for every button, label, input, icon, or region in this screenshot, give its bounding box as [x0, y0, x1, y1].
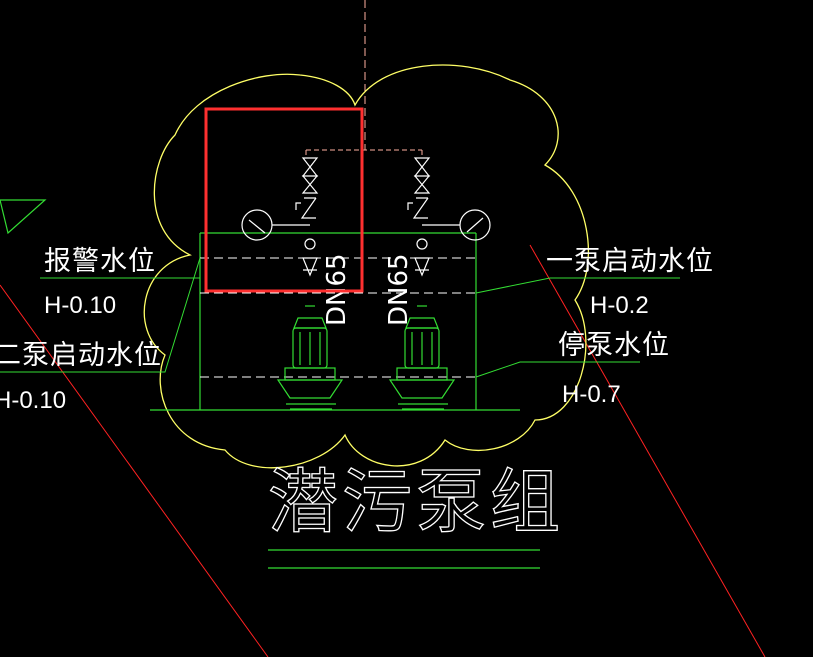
water-level-lines [200, 257, 476, 378]
red-guide-line-right [529, 244, 766, 657]
pump-stop-leader [475, 361, 640, 378]
check-valve-icon [295, 197, 317, 219]
reducer-icon [302, 257, 318, 277]
pump-stop-value: H-0.7 [562, 381, 621, 408]
submersible-pump-icon [276, 305, 344, 410]
alarm-level-label: 报警水位 [44, 246, 156, 277]
revision-cloud [143, 64, 590, 469]
red-guide-lines [0, 244, 766, 657]
submersible-pump-right [388, 305, 456, 410]
gate-valve-icon [413, 157, 431, 194]
pipe-joint-icon [416, 238, 428, 250]
pipe-size-label-right: DN65 [384, 253, 414, 326]
submersible-pump-left [276, 305, 344, 410]
submersible-pump-icon [388, 305, 456, 410]
pipe-joint-icon [304, 238, 316, 250]
pump-stop-label: 停泵水位 [558, 330, 670, 361]
first-pump-leader [475, 277, 680, 294]
tank-outline [150, 232, 520, 411]
drawing-title: 潜污泵组 [268, 461, 564, 543]
reducer-icon [414, 257, 430, 277]
leader-lines [0, 257, 680, 378]
second-pump-start-value: H-0.10 [0, 387, 66, 414]
pump-assembly-right [407, 157, 491, 277]
selection-highlight-box[interactable] [204, 107, 364, 293]
title-underline [268, 549, 540, 569]
elevation-triangle-mark [0, 199, 47, 235]
alarm-level-value: H-0.10 [44, 292, 116, 319]
check-valve-icon [407, 197, 429, 219]
gate-valve-icon [301, 157, 319, 194]
pump-assembly-left [241, 157, 319, 277]
second-pump-leader [0, 257, 201, 373]
second-pump-start-label: 二泵启动水位 [0, 340, 162, 371]
pressure-gauge-icon [241, 209, 273, 241]
pipe-header [305, 149, 423, 158]
first-pump-start-label: 一泵启动水位 [546, 246, 714, 277]
first-pump-start-value: H-0.2 [590, 292, 649, 319]
red-guide-line-left [0, 284, 269, 657]
